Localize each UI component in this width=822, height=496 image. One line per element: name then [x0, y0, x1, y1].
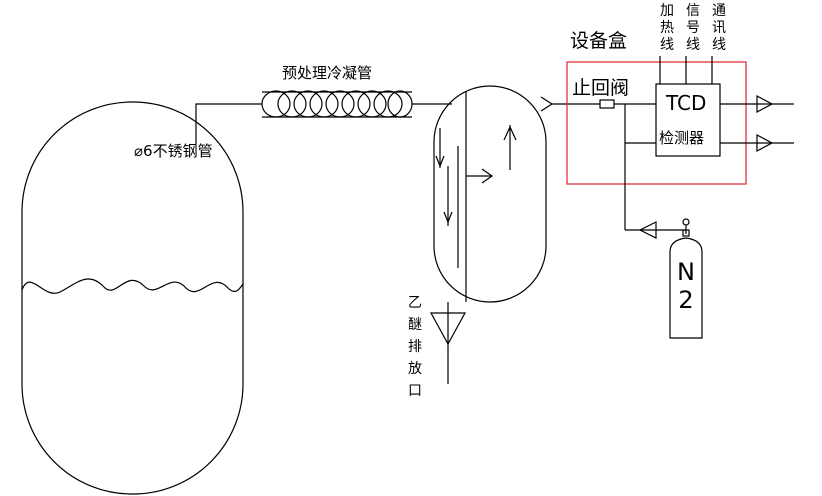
separator-vessel [433, 85, 547, 303]
comm-wire-label: 通讯线 [712, 3, 726, 53]
detector-label: 检测器 [659, 129, 705, 147]
ether-vent-label: 乙醚排放口 [408, 295, 422, 399]
tcd-label: TCD [666, 91, 707, 115]
tcd-detector-box [655, 83, 721, 157]
n2-flow-arrow [638, 221, 657, 239]
tcd-output-arrow-1 [756, 95, 774, 113]
tcd-output-arrow-2 [756, 134, 774, 152]
device-box [566, 61, 747, 185]
condenser-coil [261, 90, 413, 118]
check-valve-symbol [599, 99, 615, 109]
signal-wire-label: 信号线 [686, 3, 700, 53]
stainless-pipe-label: ⌀6不锈钢管 [134, 142, 213, 160]
flow-arrows [435, 125, 517, 268]
check-valve-label: 止回阀 [572, 77, 630, 99]
separator-outlet-arrow [540, 96, 554, 112]
vent-funnel [429, 312, 467, 346]
n2-cylinder [669, 218, 703, 339]
stainless-pipe [195, 103, 262, 144]
condenser-label: 预处理冷凝管 [282, 64, 373, 82]
storage-tank [21, 101, 244, 495]
n2-label: N2 [677, 258, 695, 314]
liquid-level-line [21, 278, 244, 294]
device-box-label: 设备盒 [570, 30, 628, 52]
heating-wire-label: 加热线 [660, 3, 674, 53]
